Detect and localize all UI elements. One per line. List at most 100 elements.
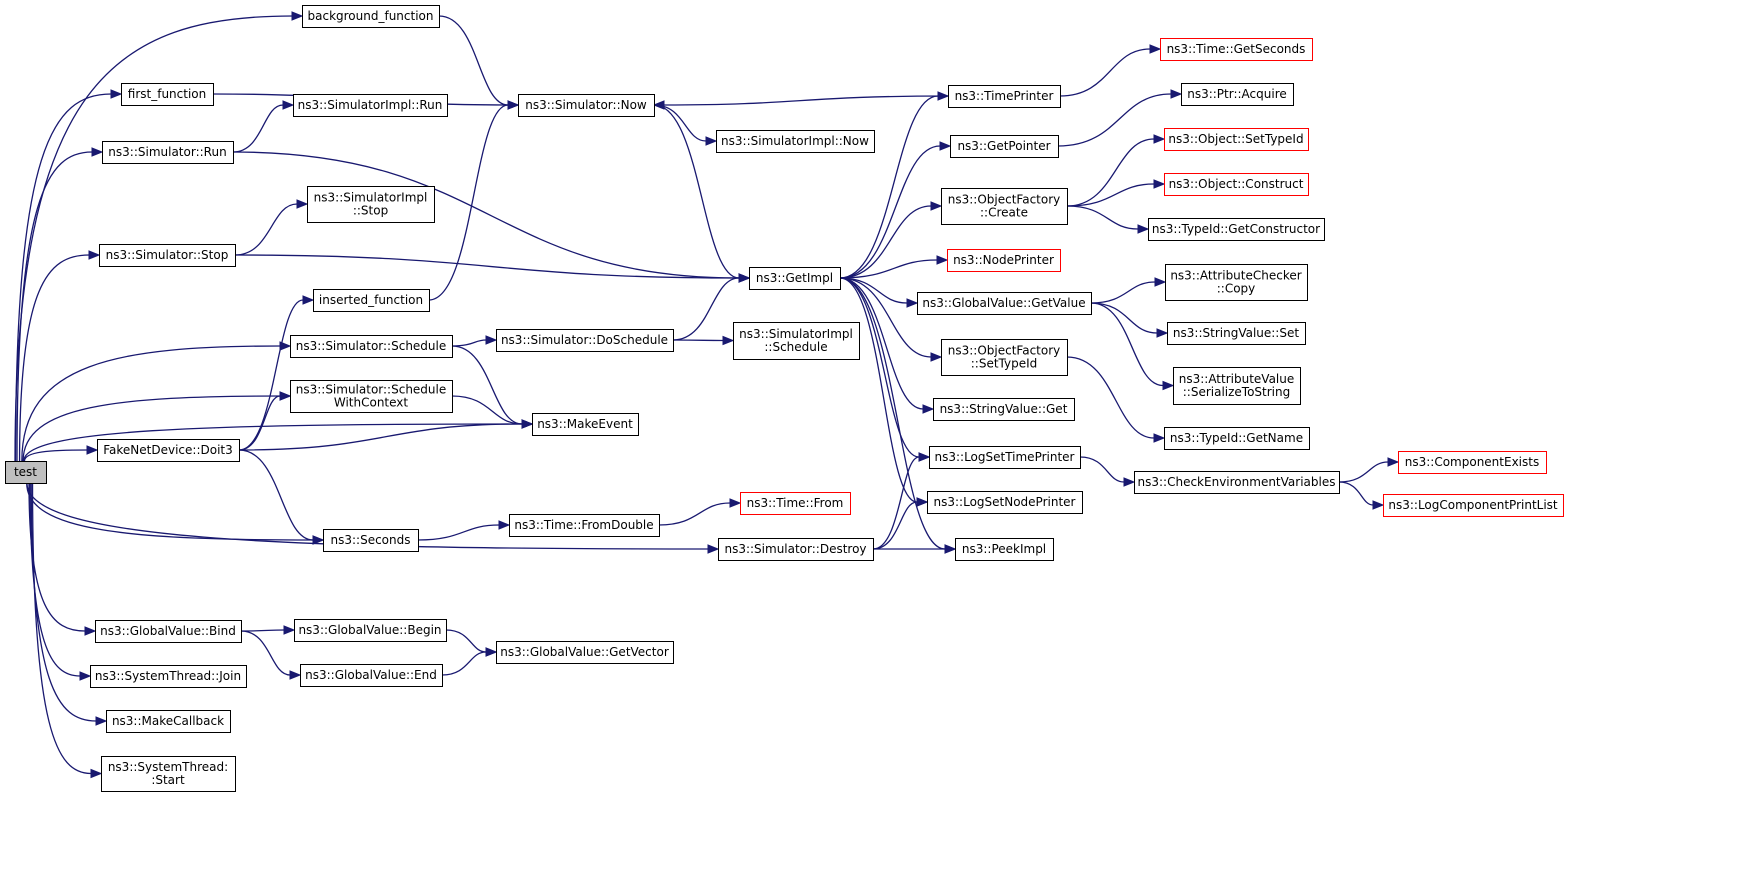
node-first-function[interactable]: first_function — [121, 83, 214, 106]
node-attrchecker-copy[interactable]: ns3::AttributeChecker::Copy — [1165, 264, 1308, 301]
edge-line — [1059, 48, 1151, 97]
node-st-start[interactable]: ns3::SystemThread::Start — [101, 756, 236, 792]
node-sim-doschedule[interactable]: ns3::Simulator::DoSchedule — [496, 329, 674, 352]
node-box — [99, 244, 236, 267]
node-time-printer[interactable]: ns3::TimePrinter — [948, 85, 1061, 108]
node-label: ns3::GetPointer — [957, 139, 1050, 153]
node-simimpl-schedule[interactable]: ns3::SimulatorImpl::Schedule — [733, 322, 860, 360]
edge-time_fromdouble-to-time_from — [658, 498, 742, 526]
node-stringvalue-set[interactable]: ns3::StringValue::Set — [1167, 322, 1306, 345]
node-sim-run[interactable]: ns3::Simulator::Run — [102, 141, 234, 164]
node-node-printer[interactable]: ns3::NodePrinter — [947, 249, 1061, 272]
node-component-exists[interactable]: ns3::ComponentExists — [1398, 451, 1547, 474]
node-label: ns3::ComponentExists — [1405, 455, 1539, 469]
node-label: WithContext — [334, 396, 409, 410]
arrow-head — [930, 352, 943, 362]
node-box — [5, 461, 47, 484]
node-st-join[interactable]: ns3::SystemThread::Join — [90, 665, 247, 688]
node-simimpl-run[interactable]: ns3::SimulatorImpl::Run — [293, 94, 448, 117]
node-simimpl-now[interactable]: ns3::SimulatorImpl::Now — [716, 130, 875, 153]
edge-get_impl-to-of_settypeid — [839, 277, 943, 362]
node-obj-construct[interactable]: ns3::Object::Construct — [1164, 173, 1309, 196]
node-log-set-time-printer[interactable]: ns3::LogSetTimePrinter — [929, 446, 1081, 469]
node-time-getseconds[interactable]: ns3::Time::GetSeconds — [1160, 38, 1313, 61]
node-gv-bind[interactable]: ns3::GlobalValue::Bind — [95, 620, 242, 643]
node-log-set-node-printer[interactable]: ns3::LogSetNodePrinter — [927, 491, 1083, 514]
node-label: ns3::Seconds — [331, 533, 411, 547]
node-box — [102, 141, 234, 164]
node-label: ns3::SimulatorImpl — [739, 327, 853, 341]
edge-line — [417, 524, 500, 541]
edge-time_printer-to-time_getseconds — [1059, 44, 1162, 97]
node-gv-getvalue[interactable]: ns3::GlobalValue::GetValue — [917, 292, 1092, 315]
node-sim-stop[interactable]: ns3::Simulator::Stop — [99, 244, 236, 267]
node-test[interactable]: test — [5, 461, 47, 484]
node-gv-begin[interactable]: ns3::GlobalValue::Begin — [294, 619, 447, 642]
arrow-head — [507, 100, 520, 110]
node-typeid-getname[interactable]: ns3::TypeId::GetName — [1164, 427, 1310, 450]
node-make-event[interactable]: ns3::MakeEvent — [532, 413, 639, 436]
edge-line — [658, 502, 731, 526]
node-box — [90, 665, 247, 688]
edge-test-to-st_start — [31, 482, 103, 779]
edge-line — [238, 395, 281, 451]
arrow-head — [90, 768, 103, 779]
edge-seconds-to-time_fromdouble — [417, 520, 511, 541]
arrow-head — [738, 273, 751, 283]
edge-test-to-first_function — [14, 89, 123, 462]
node-gv-end[interactable]: ns3::GlobalValue::End — [300, 664, 443, 687]
arrow-head — [289, 670, 302, 680]
node-label: ns3::StringValue::Get — [940, 402, 1068, 416]
node-label: ns3::ObjectFactory — [948, 193, 1061, 207]
node-logcomp-printlist[interactable]: ns3::LogComponentPrintList — [1383, 494, 1564, 517]
edge-get_impl-to-log_set_time_printer — [839, 277, 931, 462]
node-box — [1134, 471, 1340, 494]
node-label: ::SetTypeId — [971, 357, 1038, 371]
node-get-impl[interactable]: ns3::GetImpl — [749, 267, 841, 290]
node-attrvalue-serialize[interactable]: ns3::AttributeValue::SerializeToString — [1173, 367, 1301, 405]
node-seconds[interactable]: ns3::Seconds — [323, 529, 419, 552]
node-check-env-vars[interactable]: ns3::CheckEnvironmentVariables — [1134, 471, 1340, 494]
node-box — [1167, 322, 1306, 345]
arrow-head — [485, 647, 498, 657]
node-peek-impl[interactable]: ns3::PeekImpl — [955, 538, 1054, 561]
node-ptr-acquire[interactable]: ns3::Ptr::Acquire — [1181, 83, 1294, 106]
node-fake-doit3[interactable]: FakeNetDevice::Doit3 — [97, 439, 240, 462]
node-background-function[interactable]: background_function — [302, 5, 440, 28]
node-time-fromdouble[interactable]: ns3::Time::FromDouble — [509, 514, 660, 537]
node-box — [1148, 218, 1325, 241]
node-obj-settypeid[interactable]: ns3::Object::SetTypeId — [1164, 128, 1309, 151]
node-label: ns3::CheckEnvironmentVariables — [1138, 475, 1336, 489]
edge-get_impl-to-of_create — [839, 201, 943, 279]
edge-line — [672, 339, 724, 342]
node-typeid-getconstructor[interactable]: ns3::TypeId::GetConstructor — [1148, 218, 1325, 241]
node-simimpl-stop[interactable]: ns3::SimulatorImpl::Stop — [307, 186, 435, 223]
edge-line — [238, 299, 304, 451]
arrow-head — [1387, 457, 1400, 467]
node-stringvalue-get[interactable]: ns3::StringValue::Get — [933, 398, 1075, 421]
edge-test-to-sim_destroy — [26, 482, 720, 554]
node-label: ns3::Ptr::Acquire — [1187, 87, 1287, 101]
node-of-create[interactable]: ns3::ObjectFactory::Create — [941, 188, 1068, 225]
edge-gv_bind-to-gv_end — [240, 630, 302, 680]
edge-line — [1090, 302, 1158, 334]
edge-line — [1066, 205, 1139, 230]
node-time-from[interactable]: ns3::Time::From — [740, 492, 851, 515]
node-make-callback[interactable]: ns3::MakeCallback — [106, 710, 231, 733]
node-box — [917, 292, 1092, 315]
node-of-settypeid[interactable]: ns3::ObjectFactory::SetTypeId — [941, 339, 1068, 376]
node-gv-getvector[interactable]: ns3::GlobalValue::GetVector — [496, 641, 674, 664]
node-sim-destroy[interactable]: ns3::Simulator::Destroy — [718, 538, 874, 561]
node-box — [1160, 38, 1313, 61]
edge-line — [1338, 461, 1389, 483]
node-label: ::SerializeToString — [1183, 385, 1291, 399]
node-inserted-function[interactable]: inserted_function — [313, 289, 430, 312]
node-get-pointer[interactable]: ns3::GetPointer — [950, 135, 1059, 158]
edge-line — [839, 205, 932, 279]
node-label: ns3::GlobalValue::GetVector — [500, 645, 669, 659]
node-label: ns3::SystemThread: — [108, 760, 228, 774]
node-box — [307, 186, 435, 223]
node-sim-schedule[interactable]: ns3::Simulator::Schedule — [290, 335, 453, 358]
node-sim-now[interactable]: ns3::Simulator::Now — [518, 94, 655, 117]
